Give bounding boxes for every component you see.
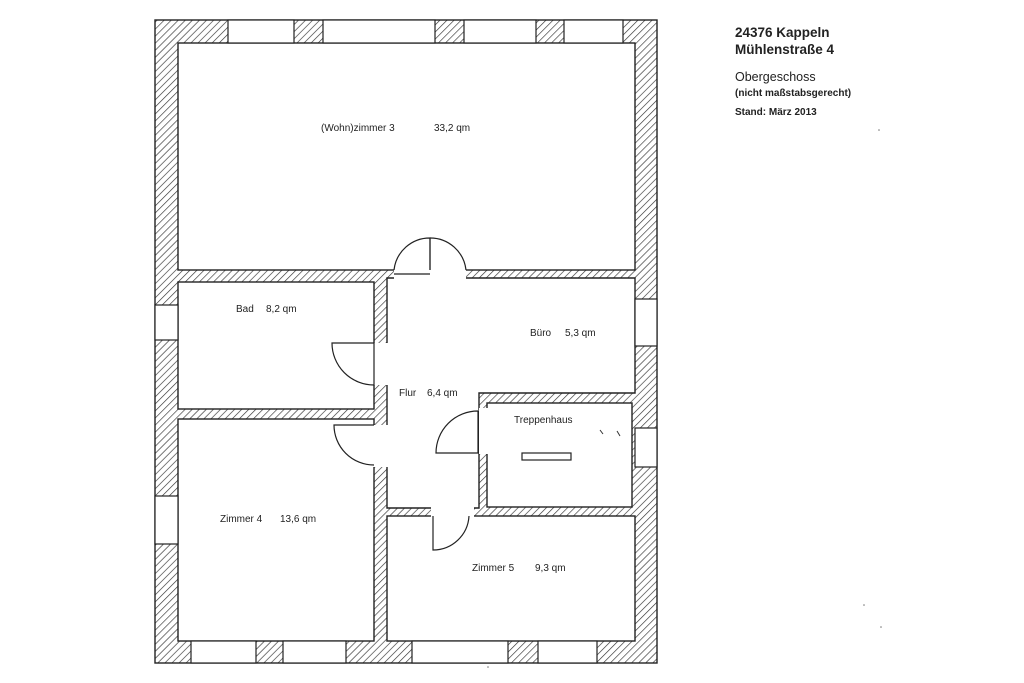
address-city: 24376 Kappeln (735, 25, 830, 40)
window (634, 427, 658, 468)
room-zimmer4 (177, 418, 375, 642)
label-bad-name: Bad (236, 304, 254, 315)
label-zimmer5-name: Zimmer 5 (472, 563, 515, 574)
door-opening (431, 507, 474, 517)
window (154, 495, 179, 545)
label-bad-area: 8,2 qm (266, 304, 297, 315)
window (411, 640, 509, 664)
label-zimmer4-name: Zimmer 4 (220, 514, 263, 525)
window (463, 19, 537, 44)
window (227, 19, 295, 44)
date-note: Stand: März 2013 (735, 107, 817, 118)
room-flur-buero (386, 277, 636, 509)
window (190, 640, 257, 664)
door-opening (479, 408, 488, 454)
door-swing-zimmer4 (333, 424, 375, 466)
door-swing-zimmer5 (432, 515, 470, 551)
room-bad (177, 281, 375, 410)
door-opening (373, 343, 388, 385)
window (537, 640, 598, 664)
label-zimmer5-area: 9,3 qm (535, 563, 566, 574)
door-opening (373, 425, 388, 467)
speck (880, 626, 882, 628)
label-flur-name: Flur (399, 388, 417, 399)
speck (863, 604, 865, 606)
window (322, 19, 436, 44)
room-zimmer5 (386, 515, 636, 642)
label-buero-name: Büro (530, 328, 552, 339)
label-wohnzimmer-name: (Wohn)zimmer 3 (321, 123, 395, 134)
window (563, 19, 624, 44)
label-buero-area: 5,3 qm (565, 328, 596, 339)
door-swing-wohnzimmer (393, 237, 467, 275)
label-wohnzimmer-area: 33,2 qm (434, 123, 470, 134)
window (634, 298, 658, 347)
stair-marker (521, 452, 572, 461)
label-treppenhaus: Treppenhaus (514, 415, 573, 426)
room-wohnzimmer (177, 42, 636, 271)
floor-title: Obergeschoss (735, 70, 816, 84)
address-street: Mühlenstraße 4 (735, 42, 835, 57)
scale-note: (nicht maßstabsgerecht) (735, 88, 852, 99)
speck (487, 666, 489, 668)
window (154, 304, 179, 341)
label-zimmer4-area: 13,6 qm (280, 514, 316, 525)
speck (878, 129, 880, 131)
door-swing-flur (435, 410, 479, 454)
door-swing-bad (331, 342, 375, 386)
label-flur-area: 6,4 qm (427, 388, 458, 399)
window (282, 640, 347, 664)
